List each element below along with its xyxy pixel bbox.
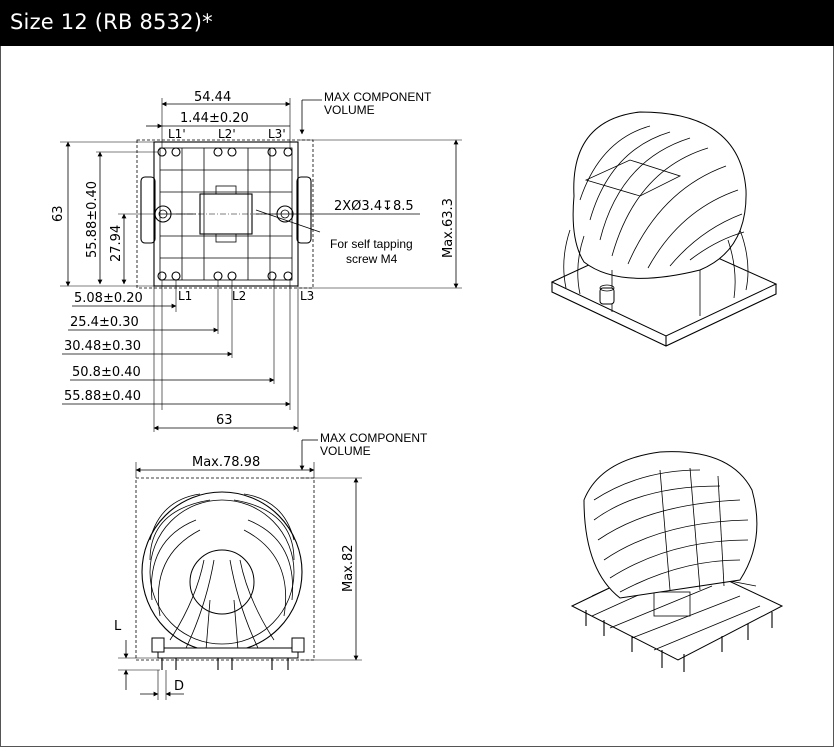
dim-27-94: 27.94 — [109, 225, 124, 262]
dim-5-08: 5.08±0.20 — [74, 291, 143, 306]
isometric-view-top — [550, 111, 778, 347]
label-L: L — [114, 619, 122, 634]
dim-max-63-3: Max.63.3 — [441, 198, 456, 258]
pin-label-L2p: L2' — [218, 127, 236, 141]
dim-max-82: Max.82 — [341, 544, 356, 592]
pin-label-L3: L3 — [300, 289, 314, 303]
dim-30-48: 30.48±0.30 — [64, 339, 141, 354]
max-volume-label-top-2: VOLUME — [324, 103, 375, 117]
dim-50-8: 50.8±0.40 — [72, 365, 141, 380]
side-view: Max.78.98 MAX COMPONENT VOLUME Max.82 — [114, 431, 428, 700]
max-volume-label-side: MAX COMPONENT — [320, 431, 428, 445]
page-title: Size 12 (RB 8532)* — [10, 10, 213, 34]
right-bracket — [296, 176, 312, 244]
dim-max-78-98: Max.78.98 — [192, 455, 260, 470]
top-view: 54.44 1.44±0.20 MAX COMPONENT VOLUME L1'… — [51, 90, 462, 432]
hole-spec: 2XØ3.4↧8.5 — [334, 199, 414, 214]
max-volume-label-top: MAX COMPONENT — [324, 90, 432, 104]
header-bar: Size 12 (RB 8532)* — [0, 0, 834, 46]
pin-label-L3p: L3' — [268, 127, 286, 141]
dim-54-44: 54.44 — [194, 90, 231, 105]
max-volume-label-side-2: VOLUME — [320, 444, 371, 458]
dim-25-4: 25.4±0.30 — [70, 315, 139, 330]
dim-55-88-vertical: 55.88±0.40 — [85, 181, 100, 258]
hole-note-2: screw M4 — [346, 252, 398, 266]
dim-1-44: 1.44±0.20 — [180, 111, 249, 126]
left-bracket — [140, 176, 156, 244]
pin-label-L1: L1 — [178, 289, 192, 303]
isometric-view-bottom — [570, 451, 784, 672]
pin-label-L1p: L1' — [168, 127, 186, 141]
pin-label-L2: L2 — [232, 289, 246, 303]
label-D: D — [174, 679, 184, 694]
hole-note-1: For self tapping — [330, 237, 413, 251]
dim-55-88-horizontal: 55.88±0.40 — [64, 389, 141, 404]
dim-63-horizontal: 63 — [216, 413, 233, 428]
dim-63-vertical: 63 — [51, 205, 66, 222]
